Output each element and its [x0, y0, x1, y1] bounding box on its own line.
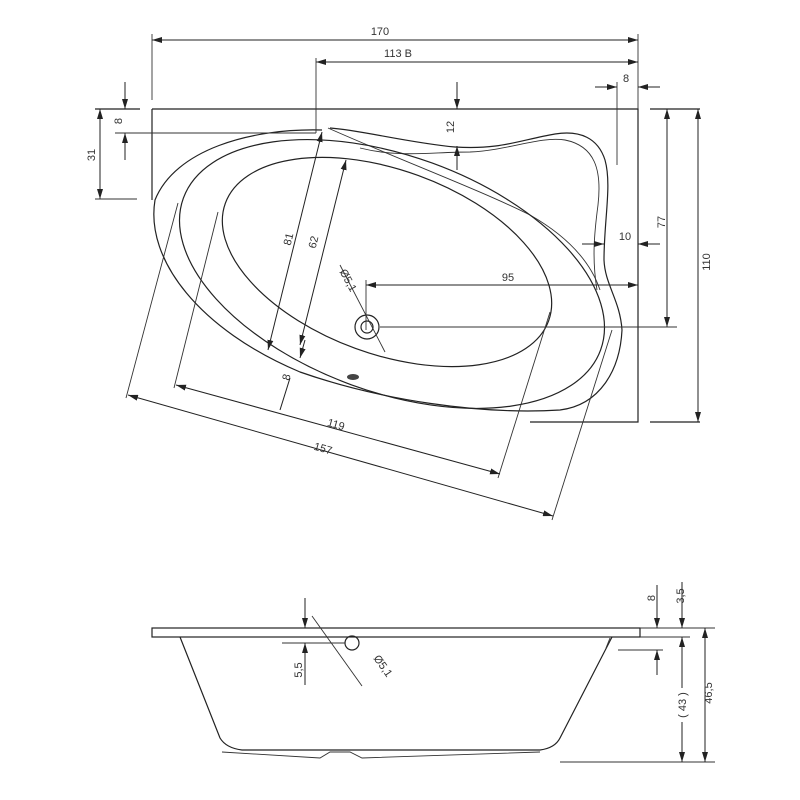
- dim-110: 110: [701, 253, 713, 271]
- rim-lip: [605, 637, 611, 649]
- dim-8-bottom: 8: [281, 373, 294, 382]
- tub-middle-contour: [178, 139, 606, 409]
- dim-8-top-right: 8: [623, 73, 629, 85]
- dim-46-5: 46,5: [703, 682, 715, 703]
- side-view: Ø5,1 5,5 8 3,5 ( 43 ) 46,5: [151, 582, 715, 763]
- rim-edge: [327, 127, 601, 291]
- plan-view: 170 113 B 8 8 31 12 77 110 10: [86, 26, 713, 521]
- dim-170: 170: [371, 26, 389, 38]
- dim-8-left: 8: [113, 118, 125, 124]
- dim-10: 10: [619, 231, 631, 243]
- dim-drain-diameter: Ø5,1: [337, 267, 359, 294]
- dim-119: 119: [326, 417, 346, 433]
- tub-outer-contour: [153, 127, 623, 412]
- dim-62: 62: [307, 235, 322, 250]
- wall-outline: [95, 108, 700, 423]
- tub-rim-inner-line: [359, 138, 600, 291]
- dim-31: 31: [86, 149, 98, 161]
- tub-feet: [221, 751, 541, 759]
- dim-overflow-diameter: Ø5,1: [371, 653, 395, 679]
- dim-5-5: 5,5: [293, 662, 305, 677]
- dim-95: 95: [502, 272, 514, 284]
- dim-43: ( 43 ): [677, 692, 689, 718]
- dim-81: 81: [282, 232, 297, 247]
- drain-inner: [360, 320, 374, 334]
- drain-icon: [354, 314, 380, 340]
- dim-side-8: 8: [646, 595, 658, 601]
- overflow-icon: [347, 374, 359, 380]
- dim-12: 12: [445, 121, 457, 133]
- tub-basin-contour: [221, 156, 553, 368]
- dim-77: 77: [656, 216, 668, 228]
- dim-157: 157: [312, 441, 333, 458]
- overflow-icon: [344, 635, 360, 651]
- dim-3-5: 3,5: [675, 588, 687, 603]
- tub-body: [179, 636, 613, 751]
- tub-rim: [151, 627, 641, 638]
- dim-113b: 113 B: [384, 48, 412, 60]
